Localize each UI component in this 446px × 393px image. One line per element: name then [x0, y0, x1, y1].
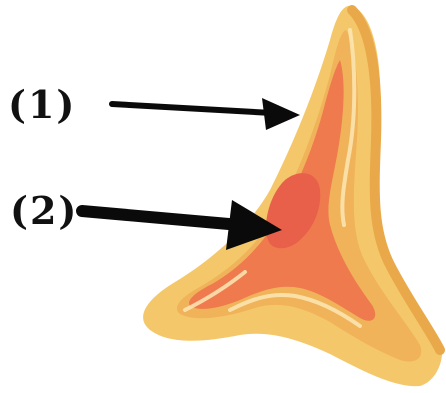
- highlight-streak-left: [183, 270, 247, 312]
- outer-edge-shade: [347, 5, 445, 355]
- label-one: (1): [8, 82, 77, 127]
- arrow-2-shaft: [76, 205, 246, 231]
- inner-core-shape: [189, 60, 376, 321]
- arrow-1: [109, 98, 300, 130]
- arrow-1-head: [262, 98, 300, 130]
- arrow-2: [76, 200, 282, 250]
- arrow-2-head: [226, 200, 282, 250]
- highlight-streak-lower: [228, 293, 362, 328]
- label-two: (2): [10, 188, 79, 233]
- highlight-streak-upper: [340, 28, 357, 227]
- arrow-1-shaft: [109, 101, 275, 116]
